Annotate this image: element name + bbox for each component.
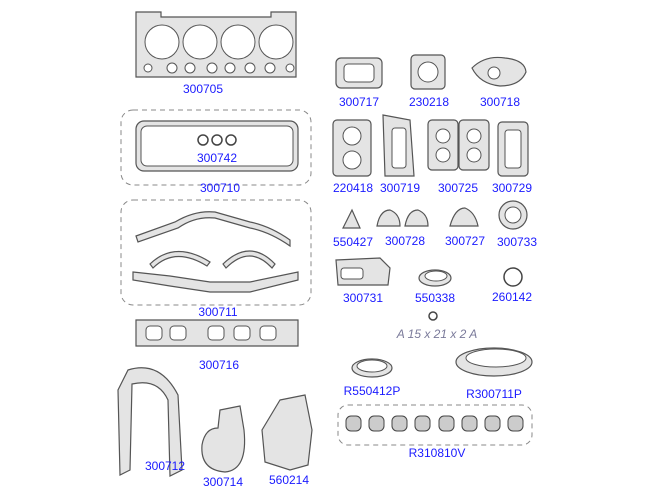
- kit-group-R310810V-outline: [337, 404, 533, 446]
- part-label-300728[interactable]: 300728: [384, 234, 426, 248]
- part-label-260142[interactable]: 260142: [491, 290, 533, 304]
- part-label-300716[interactable]: 300716: [198, 358, 240, 372]
- part-label-R300711P[interactable]: R300711P: [466, 387, 522, 401]
- gasket-300725b-drawing[interactable]: [458, 119, 490, 171]
- part-label-300727[interactable]: 300727: [444, 234, 486, 248]
- gasket-300717-drawing[interactable]: [335, 57, 383, 89]
- part-label-550427[interactable]: 550427: [332, 235, 374, 249]
- part-label-300733[interactable]: 300733: [496, 235, 538, 249]
- oring-260142-drawing[interactable]: [503, 267, 523, 287]
- part-label-300718[interactable]: 300718: [479, 95, 521, 109]
- gasket-300716-drawing[interactable]: [135, 319, 299, 347]
- gasket-300728-drawing[interactable]: [376, 209, 429, 227]
- part-label-300710[interactable]: 300710: [199, 181, 241, 195]
- gasket-300733-drawing[interactable]: [498, 200, 528, 230]
- part-label-300712[interactable]: 300712: [144, 459, 186, 473]
- seal-550338-drawing[interactable]: [418, 269, 452, 287]
- part-label-560214[interactable]: 560214: [268, 473, 310, 487]
- seal-R550412P-drawing[interactable]: [351, 358, 393, 378]
- gasket-560214-drawing[interactable]: [261, 394, 313, 471]
- gasket-300710-drawing[interactable]: [135, 120, 299, 172]
- kit-group-300710-outline: [120, 109, 312, 186]
- gasket-300729-drawing[interactable]: [497, 121, 529, 177]
- gasket-230218-drawing[interactable]: [410, 54, 446, 90]
- part-label-300729[interactable]: 300729: [491, 181, 533, 195]
- part-label-R310810V[interactable]: R310810V: [408, 446, 466, 460]
- gasket-300731-drawing[interactable]: [335, 257, 391, 286]
- seal-R300711P-drawing[interactable]: [455, 347, 533, 377]
- gasket-300719-drawing[interactable]: [382, 114, 415, 177]
- part-label-300711[interactable]: 300711: [198, 305, 238, 319]
- part-label-550338[interactable]: 550338: [414, 291, 456, 305]
- oring-size-note: A 15 x 21 x 2 A: [396, 327, 478, 341]
- part-label-220418[interactable]: 220418: [332, 181, 374, 195]
- gasket-300712-drawing[interactable]: [117, 367, 183, 477]
- part-label-300717[interactable]: 300717: [338, 95, 380, 109]
- part-label-300725[interactable]: 300725: [437, 181, 479, 195]
- kit-group-300711-outline: [120, 199, 312, 306]
- gasket-300705-drawing[interactable]: [135, 11, 297, 78]
- gasket-550427-drawing[interactable]: [342, 208, 361, 229]
- part-label-R550412P[interactable]: R550412P: [343, 384, 401, 398]
- part-label-300714[interactable]: 300714: [202, 475, 244, 489]
- gasket-220418-drawing[interactable]: [332, 119, 372, 177]
- gasket-300714-drawing[interactable]: [201, 405, 246, 473]
- part-label-300742[interactable]: 300742: [196, 151, 238, 165]
- valve-stem-seals-R310810V-drawing[interactable]: [345, 415, 524, 432]
- part-label-300719[interactable]: 300719: [379, 181, 421, 195]
- gasket-300711-drawing[interactable]: [132, 211, 299, 293]
- gasket-300718-drawing[interactable]: [471, 56, 527, 87]
- part-label-230218[interactable]: 230218: [408, 95, 450, 109]
- part-label-300705[interactable]: 300705: [182, 82, 224, 96]
- gasket-300725-drawing[interactable]: [427, 119, 459, 171]
- part-label-300731[interactable]: 300731: [342, 291, 384, 305]
- oring-small-drawing[interactable]: [428, 311, 438, 321]
- gasket-300727-drawing[interactable]: [449, 207, 479, 227]
